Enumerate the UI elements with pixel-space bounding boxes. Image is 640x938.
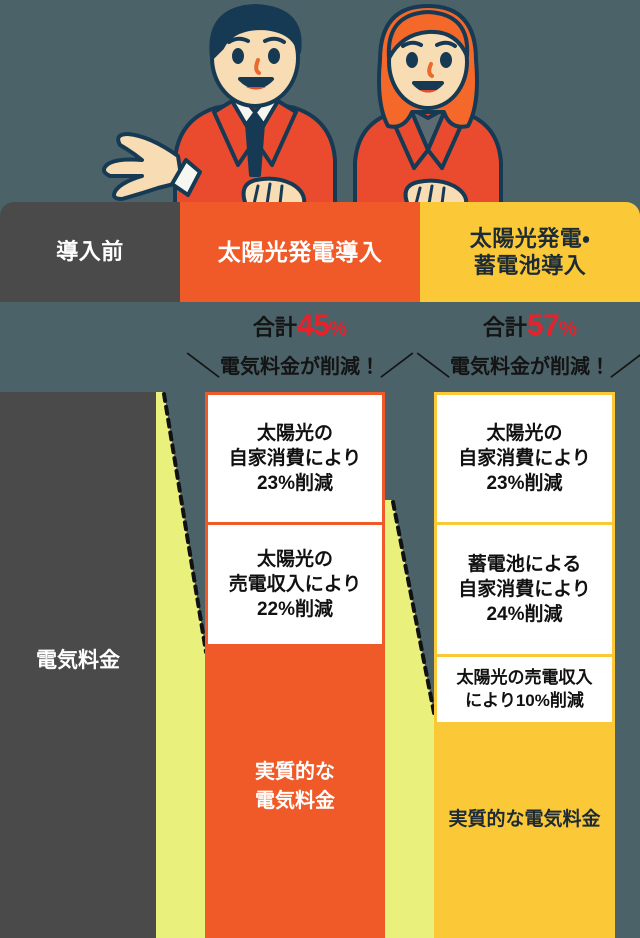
savings-banner-solar-total: 合計45% — [180, 310, 420, 342]
solar-box1-line2: 自家消費により — [228, 447, 362, 469]
bar-solar-introduction: 太陽光の 自家消費により 23%削減 太陽光の 売電収入により 22%削減 実質… — [205, 392, 385, 938]
savings-banner-both-percent-sign: % — [559, 318, 578, 340]
both-box2-line1: 蓄電池による — [467, 553, 582, 575]
savings-banner-both-subtitle-wrap: ＼ 電気料金が削減！ ／ — [416, 346, 640, 383]
both-box3-line1: 太陽光の売電収入 — [456, 668, 593, 688]
savings-banner-both-total: 合計57% — [420, 310, 640, 342]
comparison-header-tabs: 導入前 太陽光発電導入 太陽光発電・ 蓄電池導入 — [0, 202, 640, 302]
savings-wedge-both — [385, 392, 435, 938]
both-box2-line3: 24%削減 — [486, 604, 563, 626]
battery-residual-cost-label: 実質的な電気料金 — [434, 806, 615, 834]
slash-left-icon: ＼ — [415, 350, 452, 381]
savings-banner-solar-prefix: 合計 — [252, 315, 297, 340]
savings-banner-solar-subtitle-wrap: ＼ 電気料金が削減！ ／ — [180, 346, 420, 383]
tab-solar-introduction-label: 太陽光発電導入 — [217, 238, 383, 265]
solar-box1-line3: 23%削減 — [256, 473, 334, 495]
presenters-illustration — [0, 0, 640, 215]
battery-reduction-box-battery-self-consumption: 蓄電池による 自家消費により 24%削減 — [437, 522, 612, 654]
solar-box2-line2: 売電収入により — [228, 573, 362, 595]
solar-residual-line1: 実質的な — [255, 761, 335, 783]
tab-before-introduction-label: 導入前 — [56, 239, 124, 265]
tab-solar-and-battery-introduction-label: 太陽光発電・ 蓄電池導入 — [470, 225, 590, 280]
solar-reduction-box-sale-income: 太陽光の 売電収入により 22%削減 — [208, 522, 382, 644]
solar-box2-line3: 22%削減 — [256, 599, 334, 621]
tab-both-line2: 蓄電池導入 — [473, 253, 587, 278]
both-box1-line2: 自家消費により — [458, 447, 591, 469]
both-box2-line2: 自家消費により — [458, 578, 591, 600]
businessman-illustration — [102, 4, 337, 207]
savings-banner-solar-percent: 45 — [296, 309, 330, 342]
tab-both-line1: 太陽光発電・ — [469, 225, 591, 251]
battery-reduction-boxes: 太陽光の 自家消費により 23%削減 蓄電池による 自家消費により 24%削減 … — [434, 392, 615, 725]
bar-solar-and-battery-introduction: 太陽光の 自家消費により 23%削減 蓄電池による 自家消費により 24%削減 … — [434, 392, 615, 938]
slash-right-icon: ／ — [378, 350, 415, 381]
cost-comparison-chart: 電気料金 太陽光の 自家消費により 23%削減 — [0, 386, 640, 938]
slash-right-icon: ／ — [608, 350, 640, 381]
bar-before-introduction: 電気料金 — [0, 392, 156, 938]
savings-banner-both-prefix: 合計 — [482, 315, 527, 340]
tab-solar-and-battery-introduction[interactable]: 太陽光発電・ 蓄電池導入 — [420, 202, 640, 302]
both-residual-label: 実質的な電気料金 — [448, 809, 601, 830]
both-box3-line2: により10%削減 — [465, 690, 584, 710]
both-box1-line1: 太陽光の — [486, 422, 563, 444]
solar-residual-cost-label: 実質的な 電気料金 — [205, 758, 385, 816]
savings-banner-solar-percent-sign: % — [329, 318, 348, 340]
savings-banner-solar-subtitle: 電気料金が削減！ — [220, 355, 380, 378]
solar-reduction-boxes: 太陽光の 自家消費により 23%削減 太陽光の 売電収入により 22%削減 — [205, 392, 385, 647]
businesswoman-illustration — [353, 4, 503, 207]
tab-before-introduction[interactable]: 導入前 — [0, 202, 180, 302]
both-box1-line3: 23%削減 — [486, 473, 563, 495]
solar-reduction-box-self-consumption: 太陽光の 自家消費により 23%削減 — [208, 395, 382, 522]
slash-left-icon: ＼ — [185, 350, 222, 381]
savings-banner-solar: 合計45% ＼ 電気料金が削減！ ／ — [180, 310, 420, 383]
tab-solar-introduction[interactable]: 太陽光発電導入 — [180, 202, 420, 302]
bar-before-introduction-label: 電気料金 — [36, 649, 120, 672]
battery-reduction-box-sale-income: 太陽光の売電収入 により10%削減 — [437, 654, 612, 722]
solar-residual-line2: 電気料金 — [255, 790, 335, 812]
savings-banner-both: 合計57% ＼ 電気料金が削減！ ／ — [416, 310, 640, 383]
savings-wedge-solar — [156, 392, 206, 938]
savings-banner-both-subtitle: 電気料金が削減！ — [450, 355, 610, 378]
savings-banner-both-percent: 57 — [526, 309, 560, 342]
solar-box1-line1: 太陽光の — [256, 422, 333, 444]
battery-reduction-box-solar-self-consumption: 太陽光の 自家消費により 23%削減 — [437, 395, 612, 522]
solar-box2-line1: 太陽光の — [256, 548, 333, 570]
